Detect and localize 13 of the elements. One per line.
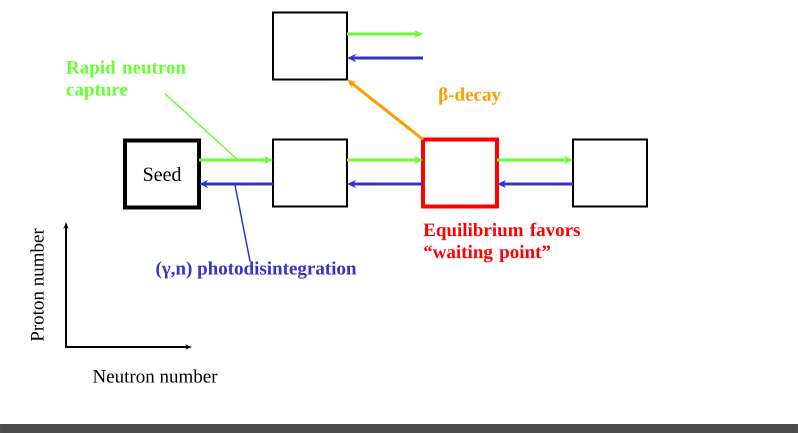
seed-box: Seed: [123, 138, 201, 210]
axis-label: Neutron number: [93, 369, 218, 383]
nucleus-box: [421, 138, 499, 208]
leader-line: [164, 93, 238, 161]
process-label: (γ,n) photodisintegration: [156, 261, 356, 279]
nucleus-box: [272, 12, 348, 80]
axis-label: Proton number: [30, 228, 44, 342]
edge-label: β-decay: [437, 86, 502, 106]
node-caption: Equilibrium favors “waiting point”: [424, 222, 580, 262]
nucleus-box: [272, 138, 348, 208]
process-label: Rapid neutron capture: [66, 60, 186, 100]
nucleus-box: [572, 138, 648, 208]
leader-line: [234, 184, 251, 262]
